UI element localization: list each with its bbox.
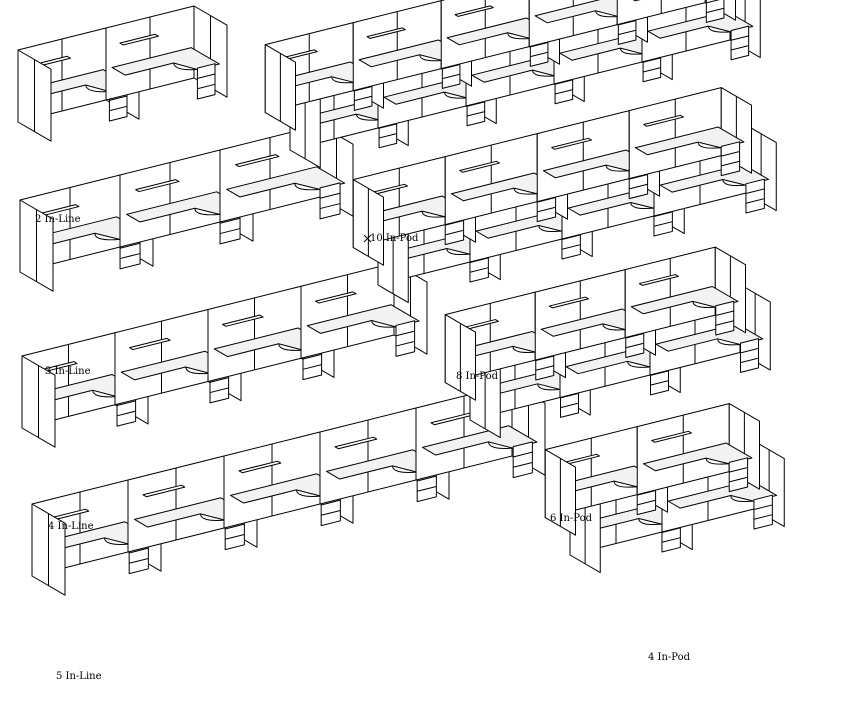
cubicle-drawings bbox=[17, 0, 785, 596]
caption-6-in-pod: 6 In-Pod bbox=[550, 513, 593, 524]
layout-2-in-line bbox=[17, 5, 228, 142]
cursor-icon bbox=[363, 234, 372, 243]
cubicle bbox=[636, 403, 760, 496]
caption-4-in-line: 4 In-Line bbox=[48, 521, 94, 532]
caption-8-in-pod: 8 In-Pod bbox=[456, 371, 499, 382]
layout-captions: 2 In-Line 3 In-Line 4 In-Line 5 In-Line … bbox=[35, 214, 691, 682]
cubicle bbox=[616, 0, 736, 26]
layout-4-in-line bbox=[21, 262, 428, 448]
layout-8-in-pod bbox=[352, 87, 777, 304]
cubicle bbox=[628, 87, 752, 180]
layout-4-in-pod bbox=[544, 403, 785, 574]
cubicle bbox=[105, 5, 228, 101]
cubicle bbox=[624, 246, 746, 339]
cubicle bbox=[300, 262, 428, 359]
caption-5-in-line: 5 In-Line bbox=[56, 671, 102, 682]
caption-10-in-pod: 10 In-Pod bbox=[370, 233, 419, 244]
layout-5-in-line bbox=[31, 383, 546, 596]
layout-10-in-pod bbox=[264, 0, 761, 169]
layout-6-in-pod bbox=[444, 246, 771, 439]
caption-3-in-line: 3 In-Line bbox=[45, 366, 91, 377]
caption-2-in-line: 2 In-Line bbox=[35, 214, 81, 225]
caption-4-in-pod: 4 In-Pod bbox=[648, 652, 691, 663]
cubicle bbox=[264, 22, 384, 131]
